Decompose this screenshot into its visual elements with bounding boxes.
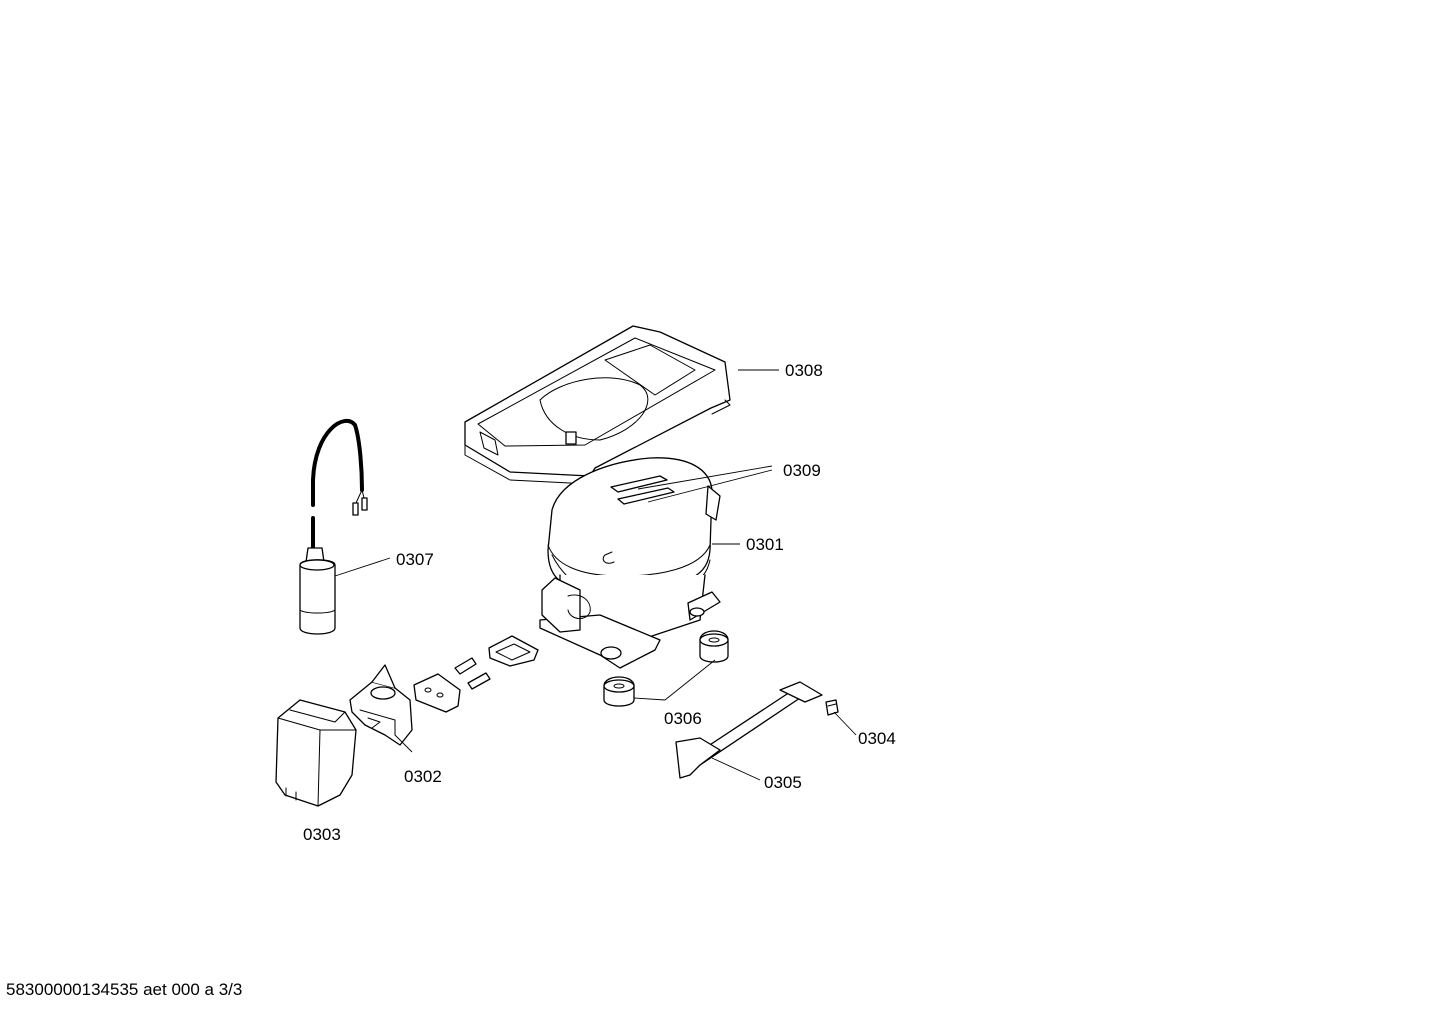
drip-tray-part: [464, 325, 731, 485]
mounting-rail-part: [675, 681, 823, 779]
terminal-cover-part: [275, 699, 357, 807]
leader-lines: [334, 369, 857, 781]
compressor-part: [539, 457, 721, 669]
callout-0309: 0309: [783, 461, 821, 480]
callout-0303: 0303: [303, 825, 341, 844]
callout-0301: 0301: [746, 535, 784, 554]
callout-0307: 0307: [396, 550, 434, 569]
callout-0302: 0302: [404, 767, 442, 786]
clip-part: [825, 699, 839, 716]
callout-0304: 0304: [858, 729, 896, 748]
starter-relay-part: [349, 664, 413, 746]
capacitor-part: [299, 418, 368, 635]
callout-0306: 0306: [664, 709, 702, 728]
document-id-footer: 58300000134535 aet 000 a 3/3: [6, 980, 243, 999]
callout-0305: 0305: [764, 773, 802, 792]
mounting-fittings: [413, 635, 539, 713]
rubber-grommet-part: [603, 630, 729, 707]
callout-0308: 0308: [785, 361, 823, 380]
